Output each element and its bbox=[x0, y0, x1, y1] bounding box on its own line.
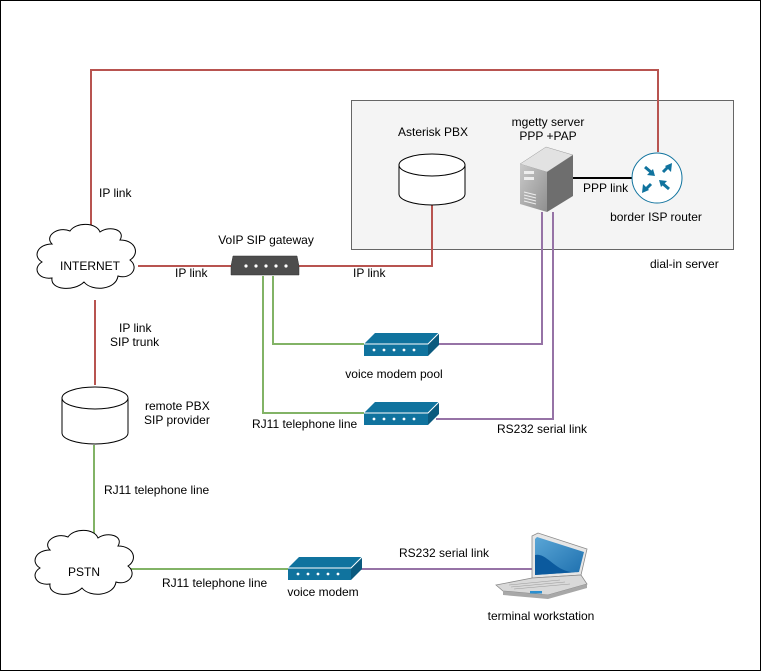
dialin-server-label: dial-in server bbox=[650, 257, 719, 271]
node-pstn[interactable]: PSTN bbox=[34, 529, 134, 595]
node-remote-pbx[interactable]: remote PBX SIP provider bbox=[61, 386, 210, 445]
edge-remote-pbx-pstn[interactable]: RJ11 telephone line bbox=[93, 445, 210, 540]
edge-mgetty-router[interactable]: PPP link bbox=[573, 177, 632, 195]
edge-label-line2: SIP trunk bbox=[110, 335, 160, 349]
edge-mgetty-modem-pool[interactable] bbox=[438, 212, 543, 345]
edge-gateway-modem[interactable]: RJ11 telephone line bbox=[252, 276, 364, 431]
edge-label: RJ11 telephone line bbox=[252, 417, 358, 431]
edge-label: IP link bbox=[99, 186, 132, 200]
node-label: Asterisk PBX bbox=[398, 125, 468, 139]
edge-label: IP link bbox=[175, 266, 208, 280]
edge-label: RS232 serial link bbox=[399, 546, 490, 560]
modem-icon[interactable] bbox=[288, 556, 363, 580]
node-voice-modem-client[interactable]: voice modem bbox=[287, 556, 363, 599]
server-tower-icon[interactable] bbox=[519, 146, 574, 212]
database-cylinder-icon[interactable] bbox=[61, 386, 129, 445]
node-label-line1: mgetty server bbox=[512, 115, 585, 129]
edge-internet-remote-pbx[interactable]: IP link SIP trunk bbox=[94, 300, 160, 385]
laptop-icon[interactable] bbox=[495, 532, 588, 599]
node-label: INTERNET bbox=[60, 259, 121, 273]
edge-line[interactable] bbox=[299, 205, 433, 267]
node-mgetty-server[interactable]: mgetty server PPP +PAP bbox=[512, 115, 585, 212]
database-cylinder-icon[interactable] bbox=[398, 153, 466, 206]
node-label-line1: remote PBX bbox=[145, 399, 210, 413]
node-label: border ISP router bbox=[610, 210, 702, 224]
edge-gateway-asterisk[interactable]: IP link bbox=[299, 205, 433, 280]
edge-label: RS232 serial link bbox=[497, 422, 588, 436]
edge-label-line1: IP link bbox=[119, 321, 152, 335]
node-border-router[interactable]: border ISP router bbox=[610, 152, 702, 224]
edge-line[interactable] bbox=[436, 212, 554, 420]
node-label: PSTN bbox=[68, 565, 100, 579]
cloud-icon[interactable] bbox=[36, 223, 136, 289]
node-label: voice modem pool bbox=[345, 367, 442, 381]
router-icon[interactable] bbox=[631, 152, 683, 204]
node-asterisk-pbx[interactable]: Asterisk PBX bbox=[398, 125, 468, 206]
node-voip-gateway[interactable]: VoIP SIP gateway bbox=[218, 233, 314, 276]
node-label: terminal workstation bbox=[488, 609, 595, 623]
modem-icon[interactable] bbox=[364, 401, 440, 425]
cloud-icon[interactable] bbox=[34, 529, 134, 595]
edge-internet-router[interactable]: IP link bbox=[90, 69, 659, 233]
edge-line[interactable] bbox=[272, 276, 364, 345]
edge-line[interactable] bbox=[438, 212, 543, 345]
node-label: voice modem bbox=[287, 585, 358, 599]
node-label-line2: SIP provider bbox=[144, 413, 210, 427]
edge-line[interactable] bbox=[90, 69, 659, 233]
edge-mgetty-modem[interactable]: RS232 serial link bbox=[436, 212, 588, 436]
node-voice-modem-pool[interactable]: voice modem pool bbox=[345, 332, 443, 381]
gateway-icon[interactable] bbox=[230, 255, 300, 276]
edge-label: RJ11 telephone line bbox=[104, 483, 210, 497]
edge-label: PPP link bbox=[583, 181, 629, 195]
node-label-line2: PPP +PAP bbox=[519, 129, 576, 143]
node-voice-modem-server[interactable] bbox=[364, 401, 440, 425]
edge-pstn-modem[interactable]: RJ11 telephone line bbox=[117, 568, 288, 590]
node-label: VoIP SIP gateway bbox=[218, 233, 314, 247]
node-internet[interactable]: INTERNET bbox=[36, 223, 136, 289]
edge-label: RJ11 telephone line bbox=[162, 576, 268, 590]
edge-internet-gateway[interactable]: IP link bbox=[138, 265, 231, 280]
edge-modem-workstation[interactable]: RS232 serial link bbox=[360, 546, 532, 570]
modem-icon[interactable] bbox=[364, 332, 440, 356]
node-terminal-workstation[interactable]: terminal workstation bbox=[488, 532, 595, 623]
edge-gateway-modem-pool[interactable] bbox=[272, 276, 364, 345]
edge-label: IP link bbox=[353, 266, 386, 280]
edge-line[interactable] bbox=[262, 276, 364, 414]
